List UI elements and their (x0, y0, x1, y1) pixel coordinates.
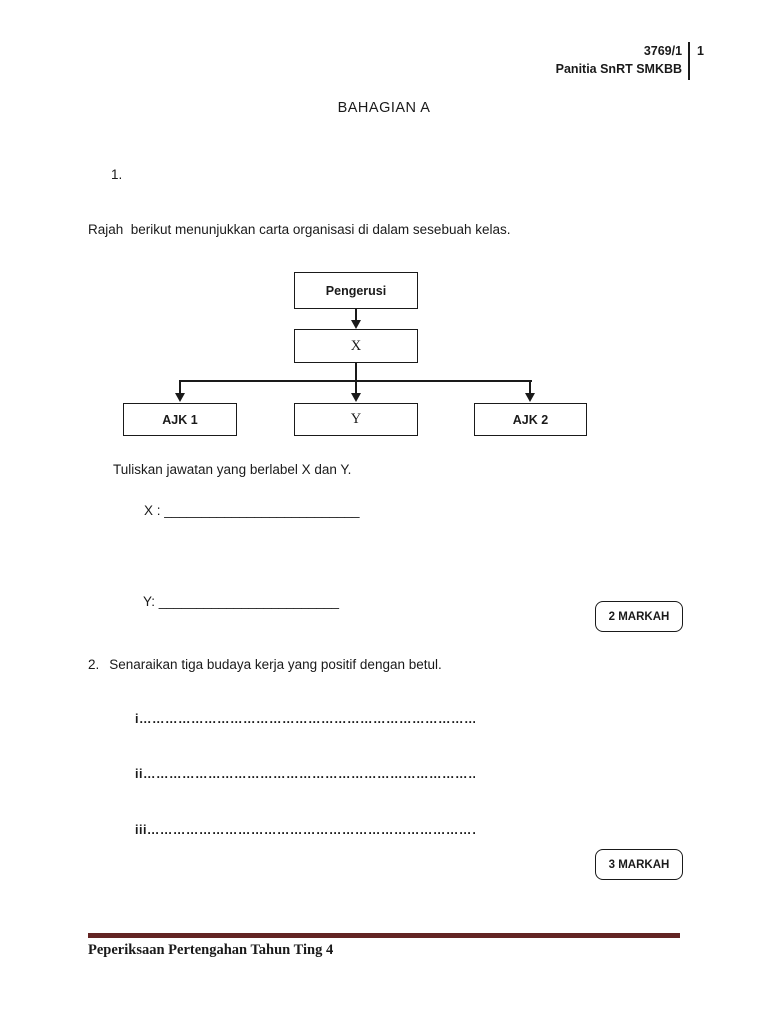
chart-box-x: X (294, 329, 418, 363)
answer-dotted-line-ii: ii……………………………………………………………………………………………………… (135, 767, 475, 781)
answer-iii-dots: …………………………………………………………………………………………………………… (146, 823, 475, 837)
header-doc-info: 3769/1 Panitia SnRT SMKBB (556, 42, 682, 78)
answer-x-label: X : (144, 503, 161, 518)
arrow-down-icon (351, 320, 361, 329)
arrow-down-icon (351, 393, 361, 402)
answer-i-label: i (135, 712, 139, 726)
committee-name: Panitia SnRT SMKBB (555, 62, 683, 76)
doc-code: 3769/1 (643, 44, 683, 58)
footer-rule (88, 933, 680, 938)
chart-box-ajk1: AJK 1 (123, 403, 237, 436)
page-number: 1 (697, 44, 704, 58)
answer-ii-label: ii (135, 767, 143, 781)
answer-dotted-line-iii: iii…………………………………………………………………………………………………… (135, 823, 475, 837)
arrow-down-icon (525, 393, 535, 402)
marks-badge-q2: 3 MARKAH (595, 849, 683, 880)
header-divider (688, 42, 691, 80)
answer-y-blank: ________________________ (158, 594, 339, 609)
answer-y-label: Y: (143, 594, 156, 609)
question-1-instruction: Tuliskan jawatan yang berlabel X dan Y. (113, 462, 352, 477)
question-2: 2. Senaraikan tiga budaya kerja yang pos… (88, 657, 442, 672)
connector-line (179, 380, 181, 394)
answer-dotted-line-i: i………………………………………………………………………………………………………… (135, 712, 475, 726)
connector-line (179, 380, 532, 382)
answer-i-dots: …………………………………………………………………………………………………………… (138, 712, 475, 726)
page-header: 3769/1 Panitia SnRT SMKBB 1 (556, 42, 704, 80)
connector-line (355, 363, 357, 394)
answer-ii-dots: …………………………………………………………………………………………………………… (142, 767, 475, 781)
question-2-text: Senaraikan tiga budaya kerja yang positi… (109, 657, 442, 672)
chart-box-y: Y (294, 403, 418, 436)
question-1-intro: Rajah berikut menunjukkan carta organisa… (88, 222, 511, 237)
question-2-number: 2. (88, 657, 100, 672)
chart-box-ajk2: AJK 2 (474, 403, 587, 436)
footer-text: Peperiksaan Pertengahan Tahun Ting 4 (88, 942, 334, 958)
chart-box-pengerusi: Pengerusi (294, 272, 418, 309)
answer-line-x: X : __________________________ (144, 503, 360, 518)
section-title: BAHAGIAN A (337, 100, 431, 116)
connector-line (529, 380, 531, 394)
connector-line (355, 309, 357, 321)
answer-line-y: Y: ________________________ (143, 594, 339, 609)
answer-iii-label: iii (135, 823, 147, 837)
marks-badge-q1: 2 MARKAH (595, 601, 683, 632)
question-1-number: 1. (111, 167, 123, 182)
answer-x-blank: __________________________ (164, 503, 360, 518)
arrow-down-icon (175, 393, 185, 402)
